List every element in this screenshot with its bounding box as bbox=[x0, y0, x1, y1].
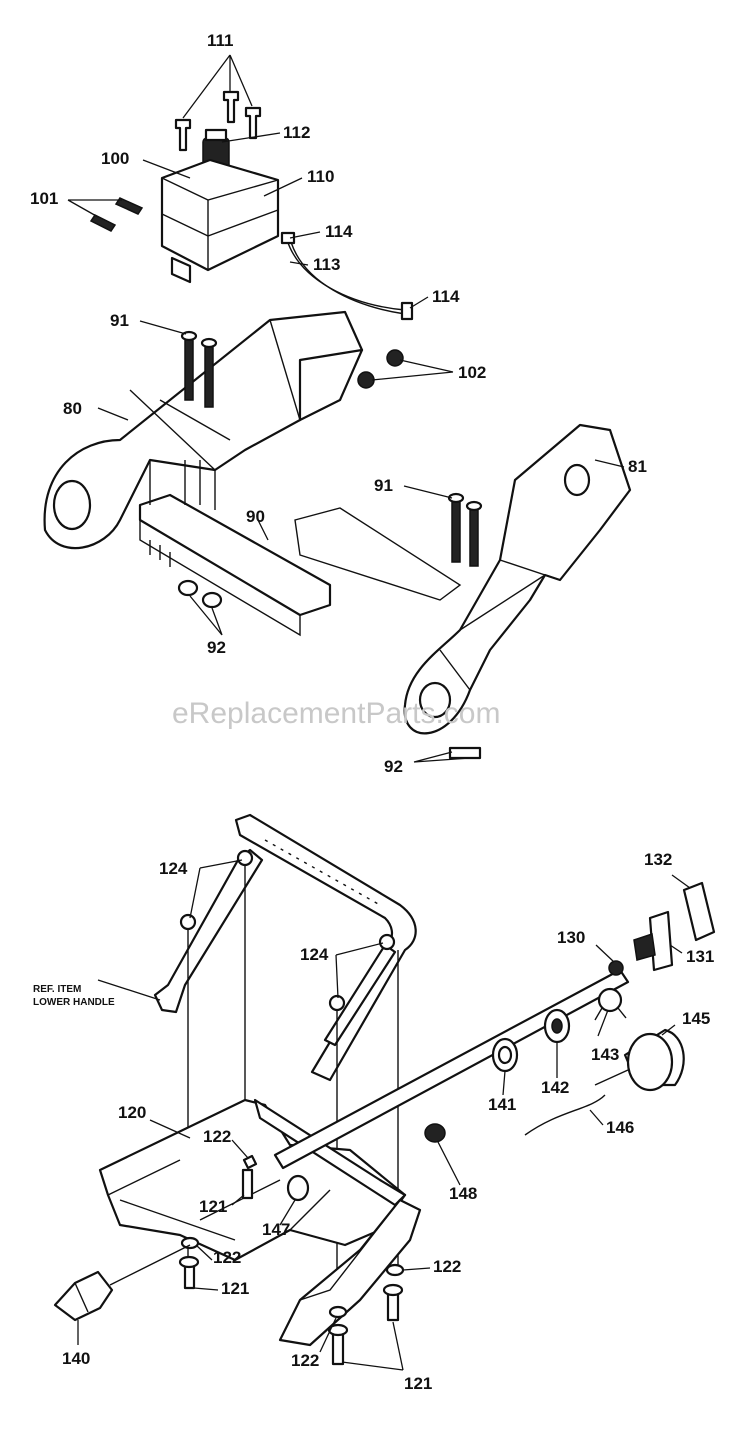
knob-143 bbox=[594, 987, 627, 1021]
label-121: 121 bbox=[199, 1197, 227, 1216]
label-112: 112 bbox=[283, 123, 310, 142]
nut-130 bbox=[608, 960, 624, 976]
label-143: 143 bbox=[591, 1045, 619, 1064]
lower-handle-right bbox=[323, 943, 397, 1047]
label-114: 114 bbox=[325, 222, 353, 241]
upper-handle bbox=[234, 813, 417, 1082]
bearing-142 bbox=[543, 1008, 571, 1044]
watermark: eReplacementParts.com bbox=[172, 697, 500, 730]
washers-122 bbox=[180, 1236, 405, 1319]
label-111: 111 bbox=[207, 31, 234, 50]
upper-assembly: 111 112 100 110 101 114 113 114 91 102 8… bbox=[30, 31, 647, 776]
cap-140 bbox=[53, 1244, 191, 1322]
front-bracket bbox=[278, 1198, 422, 1347]
label-141: 141 bbox=[488, 1095, 516, 1114]
cover-132 bbox=[682, 881, 716, 942]
nut-92 bbox=[177, 579, 223, 609]
label-148: 148 bbox=[449, 1184, 477, 1203]
label-147: 147 bbox=[262, 1220, 290, 1239]
label-110: 110 bbox=[307, 167, 334, 186]
label-102: 102 bbox=[458, 363, 486, 382]
leader-lines-lower bbox=[77, 859, 691, 1371]
ref-item-note: REF. ITEM bbox=[33, 984, 81, 995]
cable-146 bbox=[524, 1094, 606, 1136]
label-121: 121 bbox=[221, 1279, 249, 1298]
label-81: 81 bbox=[628, 457, 647, 476]
label-113: 113 bbox=[313, 255, 340, 274]
label-130: 130 bbox=[557, 928, 585, 947]
bolt-91 bbox=[180, 330, 218, 408]
label-124: 124 bbox=[300, 945, 329, 964]
label-122: 122 bbox=[291, 1351, 319, 1370]
label-120: 120 bbox=[118, 1103, 146, 1122]
label-80: 80 bbox=[63, 399, 82, 418]
label-100: 100 bbox=[101, 149, 129, 168]
lower-assembly: 132 124 130 124 131 REF. ITEM LOWER HAND… bbox=[33, 813, 716, 1393]
label-142: 142 bbox=[541, 1078, 569, 1097]
label-146: 146 bbox=[606, 1118, 634, 1137]
callouts-upper: 111 112 100 110 101 114 113 114 91 102 8… bbox=[30, 31, 647, 776]
bracket-81 bbox=[403, 423, 632, 735]
block-131 bbox=[633, 910, 674, 972]
label-114: 114 bbox=[432, 287, 460, 306]
cross-bar-90 bbox=[138, 460, 462, 637]
leader-lines-upper bbox=[67, 54, 625, 763]
screw-111 bbox=[174, 90, 262, 152]
label-124: 124 bbox=[159, 859, 188, 878]
callouts-lower: 132 124 130 124 131 REF. ITEM LOWER HAND… bbox=[33, 850, 714, 1393]
wire-113 bbox=[280, 231, 414, 321]
screw-101 bbox=[89, 197, 144, 232]
axle-shaft bbox=[273, 968, 630, 1170]
nut-102 bbox=[357, 349, 404, 389]
label-121: 121 bbox=[404, 1374, 432, 1393]
label-91: 91 bbox=[110, 311, 129, 330]
bolt-91 bbox=[447, 492, 483, 567]
bushing-141 bbox=[491, 1037, 519, 1073]
label-131: 131 bbox=[686, 947, 714, 966]
nut-92 bbox=[448, 746, 482, 760]
nut-124 bbox=[179, 849, 396, 1012]
label-101: 101 bbox=[30, 189, 58, 208]
label-91: 91 bbox=[374, 476, 393, 495]
label-122: 122 bbox=[213, 1248, 241, 1267]
label-92: 92 bbox=[384, 757, 403, 776]
label-132: 132 bbox=[644, 850, 672, 869]
label-145: 145 bbox=[682, 1009, 710, 1028]
bolts-121 bbox=[178, 1154, 404, 1366]
lower-handle bbox=[153, 848, 264, 1014]
nut-148 bbox=[424, 1123, 446, 1143]
label-90: 90 bbox=[246, 507, 265, 526]
label-140: 140 bbox=[62, 1349, 90, 1368]
bracket-80 bbox=[43, 310, 364, 550]
label-122: 122 bbox=[433, 1257, 461, 1276]
ref-lower-handle-note: LOWER HANDLE bbox=[33, 997, 115, 1008]
label-122: 122 bbox=[203, 1127, 231, 1146]
spacer-147 bbox=[286, 1174, 310, 1202]
switch-box-110 bbox=[160, 158, 280, 284]
label-92: 92 bbox=[207, 638, 226, 657]
